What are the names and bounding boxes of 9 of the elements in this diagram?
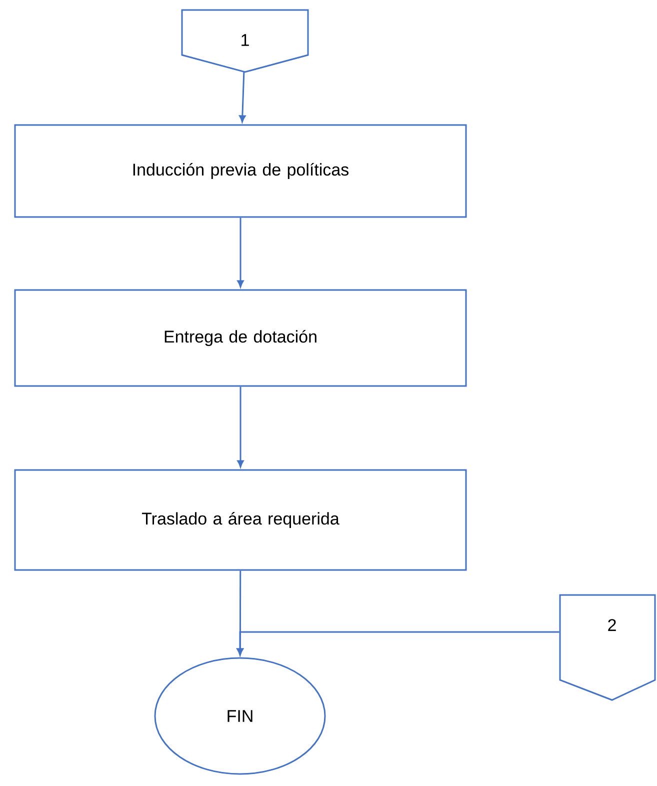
offpage-connector: 2 — [559, 594, 656, 701]
process-box: Inducción previa de políticas — [14, 124, 467, 218]
process-box: Entrega de dotación — [14, 289, 467, 387]
arrow — [237, 218, 244, 288]
offpage-connector: 1 — [181, 9, 309, 73]
arrow — [236, 631, 560, 656]
process-box: Traslado a área requerida — [14, 469, 467, 571]
arrow — [239, 72, 246, 122]
arrow — [237, 386, 244, 468]
